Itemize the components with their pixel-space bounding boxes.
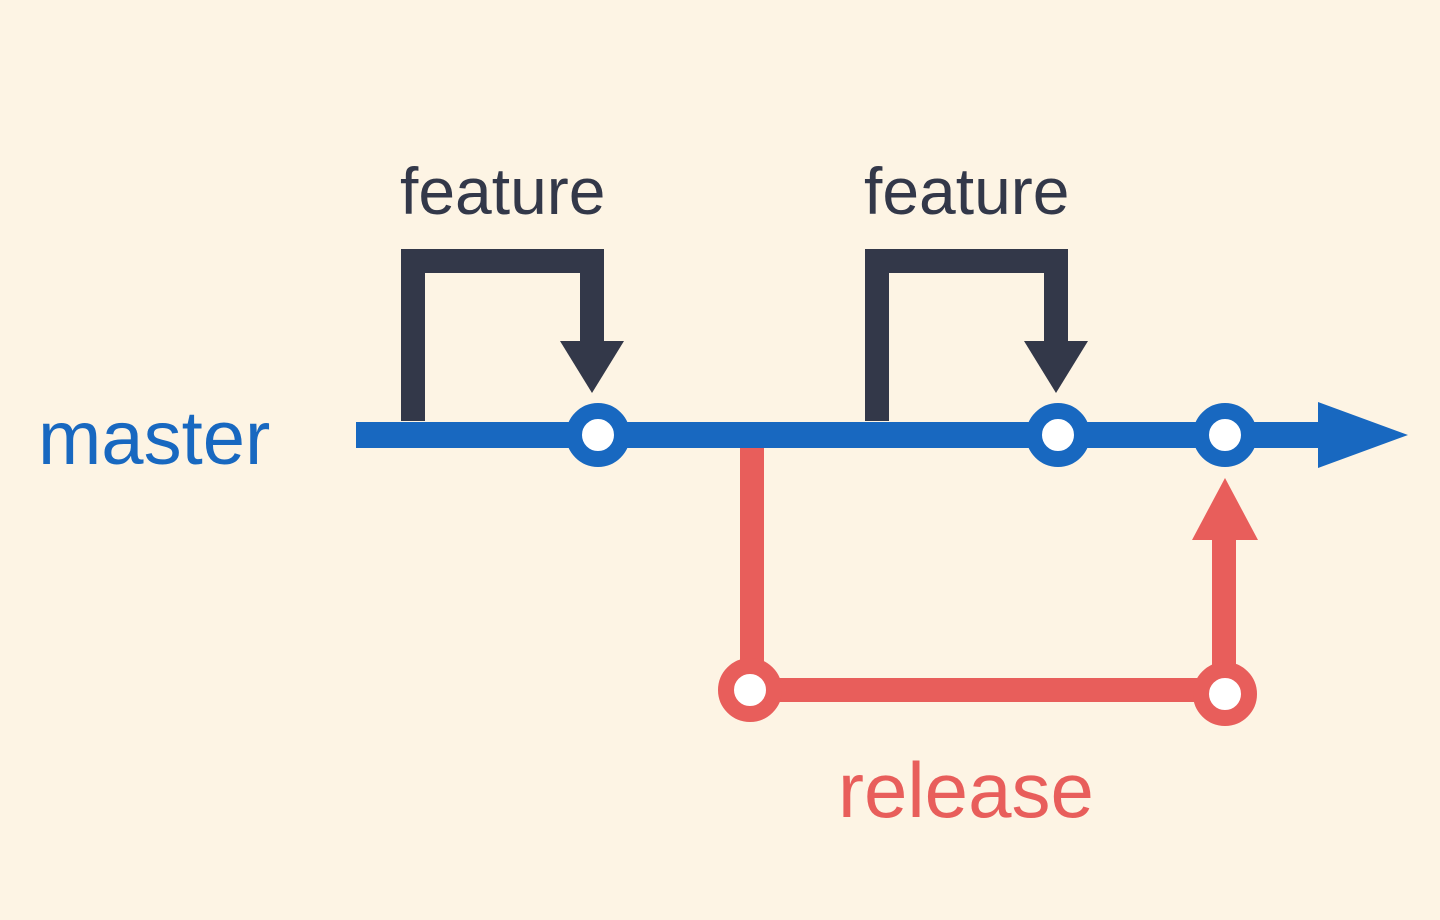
master-commit-node-1 (566, 403, 630, 467)
feature-label-2: feature (864, 154, 1069, 228)
release-branch (718, 448, 1258, 726)
feature-branch-1 (401, 249, 624, 421)
feature-branch-2-line (865, 249, 1068, 421)
release-label: release (838, 746, 1094, 834)
release-branch-arrowhead-icon (1192, 478, 1258, 540)
master-commit-node-2 (1026, 403, 1090, 467)
feature-branch-2-arrowhead-icon (1024, 341, 1088, 393)
feature-branch-1-line (401, 249, 604, 421)
release-branch-line (740, 448, 1236, 702)
master-label: master (38, 396, 270, 481)
master-commit-node-3 (1193, 403, 1257, 467)
release-commit-node (718, 658, 782, 722)
master-branch (356, 402, 1408, 468)
feature-branch-2 (865, 249, 1088, 421)
feature-label-1: feature (400, 154, 605, 228)
release-merge-node (1193, 662, 1257, 726)
feature-branch-1-arrowhead-icon (560, 341, 624, 393)
master-branch-arrowhead-icon (1318, 402, 1408, 468)
